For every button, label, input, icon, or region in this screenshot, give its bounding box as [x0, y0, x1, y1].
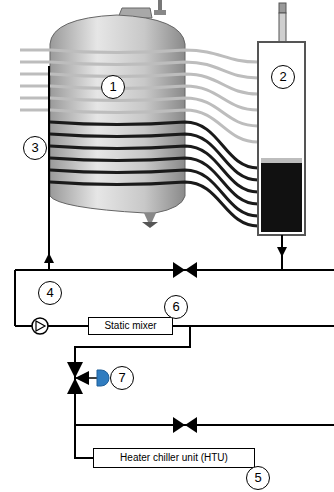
callout-label: 4 — [46, 286, 53, 301]
piston-seal — [261, 158, 302, 163]
callout-number: 1 — [101, 75, 125, 99]
piston-knob — [279, 3, 286, 13]
pump-symbol — [32, 318, 48, 334]
coil-line — [49, 182, 258, 226]
box-label: Static mixer — [104, 320, 156, 332]
valve-symbol — [173, 262, 185, 278]
callout-number: 5 — [246, 466, 270, 490]
piston-cylinder — [258, 42, 305, 235]
valve-symbol — [185, 262, 197, 278]
pump-line — [15, 325, 88, 327]
bottom-outlet — [144, 213, 156, 222]
callout-label: 3 — [31, 141, 38, 156]
piston-rod — [279, 13, 286, 43]
box-label: Heater chiller unit (HTU) — [120, 452, 228, 464]
process-box: Heater chiller unit (HTU) — [93, 448, 255, 468]
callout-number: 2 — [271, 65, 295, 89]
pipe-connector — [75, 326, 190, 458]
callout-number: 7 — [110, 366, 134, 390]
supply-line — [190, 325, 334, 327]
callout-number: 6 — [164, 295, 188, 319]
riser-pipe — [48, 66, 50, 270]
pump-symbol — [36, 321, 45, 331]
callout-number: 4 — [38, 281, 62, 305]
valve-symbol — [185, 417, 197, 433]
valve-symbol — [173, 417, 185, 433]
bypass-line — [75, 424, 334, 426]
stirrer-flange — [154, 10, 166, 15]
valve-actuator — [97, 370, 109, 386]
callout-label: 2 — [279, 70, 286, 85]
cooling-coils-black — [49, 122, 258, 226]
cooling-coils-grey — [20, 50, 258, 142]
flow-arrow — [44, 253, 54, 263]
callout-label: 6 — [172, 300, 179, 315]
piston-block — [261, 162, 302, 232]
callout-number: 3 — [23, 136, 47, 160]
callout-label: 5 — [254, 471, 261, 486]
coil-line — [20, 74, 258, 94]
loop-pipe — [14, 270, 16, 326]
callout-label: 1 — [109, 80, 116, 95]
bottom-valve — [142, 222, 158, 228]
callout-label: 7 — [118, 371, 125, 386]
flow-arrow — [277, 247, 287, 257]
three-way-valve — [75, 371, 89, 385]
process-box: Static mixer — [88, 317, 173, 335]
coil-line — [20, 50, 258, 62]
